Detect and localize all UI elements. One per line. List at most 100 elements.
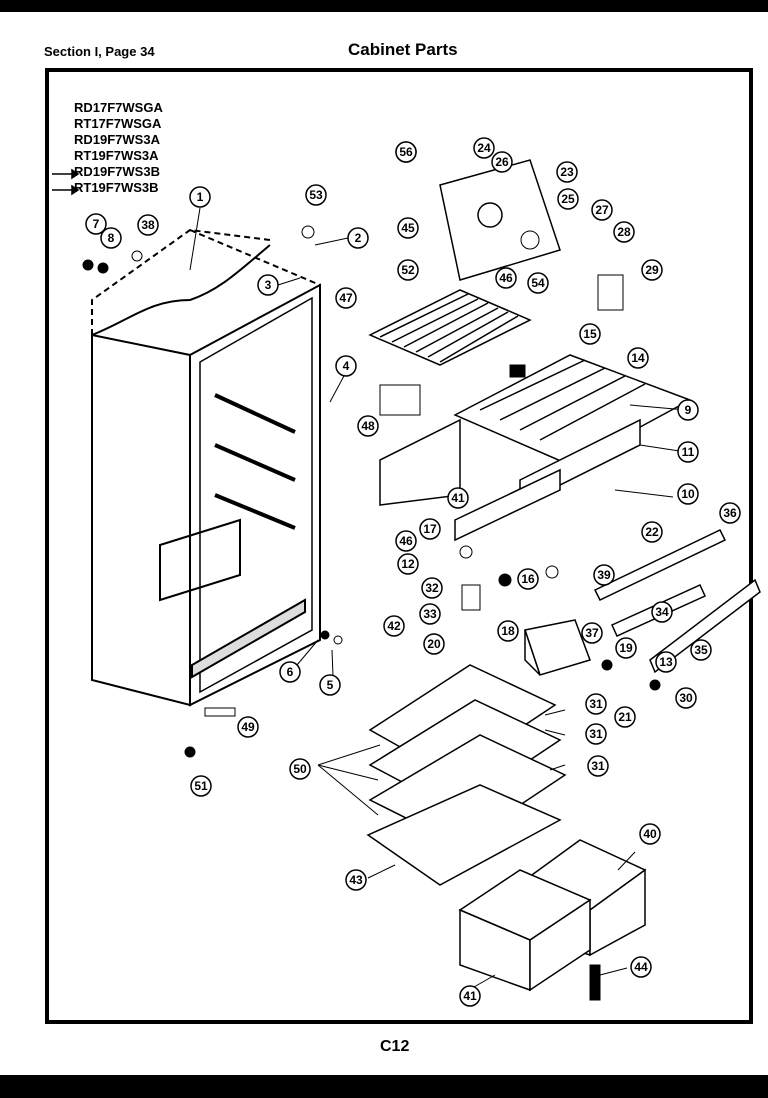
callout-number: 40	[643, 827, 657, 841]
callout-circle	[655, 651, 677, 673]
callout-number: 14	[631, 351, 645, 365]
callout-number: 35	[694, 643, 708, 657]
callout-number: 9	[685, 403, 692, 417]
callout-number: 25	[561, 192, 575, 206]
callout-circle	[459, 985, 481, 1007]
callout-number: 56	[399, 145, 413, 159]
callout-circle	[237, 716, 259, 738]
callout-circle	[289, 758, 311, 780]
callout-circle	[641, 521, 663, 543]
callout-number: 39	[597, 568, 611, 582]
callout-number: 11	[682, 445, 695, 459]
callout-number: 43	[349, 873, 363, 887]
diagram-frame	[45, 68, 753, 1024]
cabinet-body	[91, 228, 321, 707]
page-title: Cabinet Parts	[348, 40, 458, 59]
callout-circle	[719, 502, 741, 524]
callout-number: 10	[681, 487, 695, 501]
model-number: RT19F7WS3B	[74, 180, 159, 195]
callout-number: 15	[583, 327, 597, 341]
callout-number: 44	[634, 960, 648, 974]
callout-number: 19	[619, 641, 633, 655]
callout-number: 31	[589, 697, 603, 711]
callout-circle	[585, 723, 607, 745]
model-arrows	[52, 168, 80, 196]
callout-circle	[593, 564, 615, 586]
callout-circle	[641, 259, 663, 281]
callout-number: 12	[401, 557, 415, 571]
callout-circle	[627, 347, 649, 369]
callout-number: 45	[401, 221, 415, 235]
callout-number: 31	[591, 759, 605, 773]
damper-control	[524, 619, 591, 676]
callout-number: 21	[618, 710, 632, 724]
model-number: RT19F7WS3A	[74, 148, 159, 163]
model-number: RD17F7WSGA	[74, 100, 163, 115]
callout-number: 34	[655, 605, 669, 619]
freezer-floor	[379, 354, 692, 542]
section-label: Section I, Page 34	[44, 44, 155, 59]
callout-circle	[677, 399, 699, 421]
callout-circle	[517, 568, 539, 590]
callout-circle	[419, 603, 441, 625]
callout-circle	[305, 184, 327, 206]
callout-circle	[587, 755, 609, 777]
callout-number: 22	[645, 525, 659, 539]
evaporator-cover	[439, 159, 561, 281]
callout-circle	[357, 415, 379, 437]
callout-number: 28	[617, 225, 631, 239]
callout-number: 20	[427, 637, 441, 651]
callout-circle	[383, 615, 405, 637]
callout-number: 46	[499, 271, 513, 285]
callout-number: 17	[423, 522, 437, 536]
callout-number: 4	[343, 359, 350, 373]
callout-circle	[581, 622, 603, 644]
callout-circle	[579, 323, 601, 345]
callout-circle	[345, 869, 367, 891]
callout-number: 29	[645, 263, 659, 277]
callout-circle	[85, 213, 107, 235]
callout-number: 13	[659, 655, 673, 669]
callout-circle	[613, 221, 635, 243]
freezer-shelf	[368, 289, 532, 366]
callout-number: 47	[339, 291, 353, 305]
callout-circle	[447, 487, 469, 509]
callout-number: 7	[93, 217, 100, 231]
callout-number: 8	[108, 231, 115, 245]
crisper-drawers	[458, 839, 647, 992]
callout-circle	[677, 441, 699, 463]
small-parts	[82, 225, 661, 1001]
callout-circle	[419, 518, 441, 540]
callout-circle	[497, 620, 519, 642]
callout-number: 41	[463, 989, 477, 1003]
callout-number: 2	[355, 231, 362, 245]
callout-number: 23	[560, 165, 574, 179]
callout-number: 18	[501, 624, 515, 638]
callout-number: 48	[361, 419, 375, 433]
callout-circle	[423, 633, 445, 655]
callout-circle	[527, 272, 549, 294]
callout-number: 49	[241, 720, 255, 734]
callout-circle	[395, 141, 417, 163]
callout-number: 6	[287, 665, 294, 679]
callout-circle	[557, 188, 579, 210]
fresh-food-shelves	[366, 664, 567, 886]
callout-number: 1	[197, 190, 204, 204]
callout-circle	[335, 287, 357, 309]
callout-number: 41	[451, 491, 465, 505]
callout-number: 30	[679, 691, 693, 705]
callout-number: 3	[265, 278, 272, 292]
callout-number: 54	[531, 276, 545, 290]
callout-circle	[639, 823, 661, 845]
callout-circle	[190, 775, 212, 797]
callout-circle	[397, 217, 419, 239]
callout-circle	[335, 355, 357, 377]
callout-number: 33	[423, 607, 437, 621]
callout-number: 52	[401, 263, 415, 277]
top-border-bar	[0, 0, 768, 12]
callout-circle	[257, 274, 279, 296]
callout-circle	[585, 693, 607, 715]
callout-circle	[614, 706, 636, 728]
callout-labels: 1234567891011121314151617181920212223242…	[85, 137, 741, 1007]
callout-number: 46	[399, 534, 413, 548]
